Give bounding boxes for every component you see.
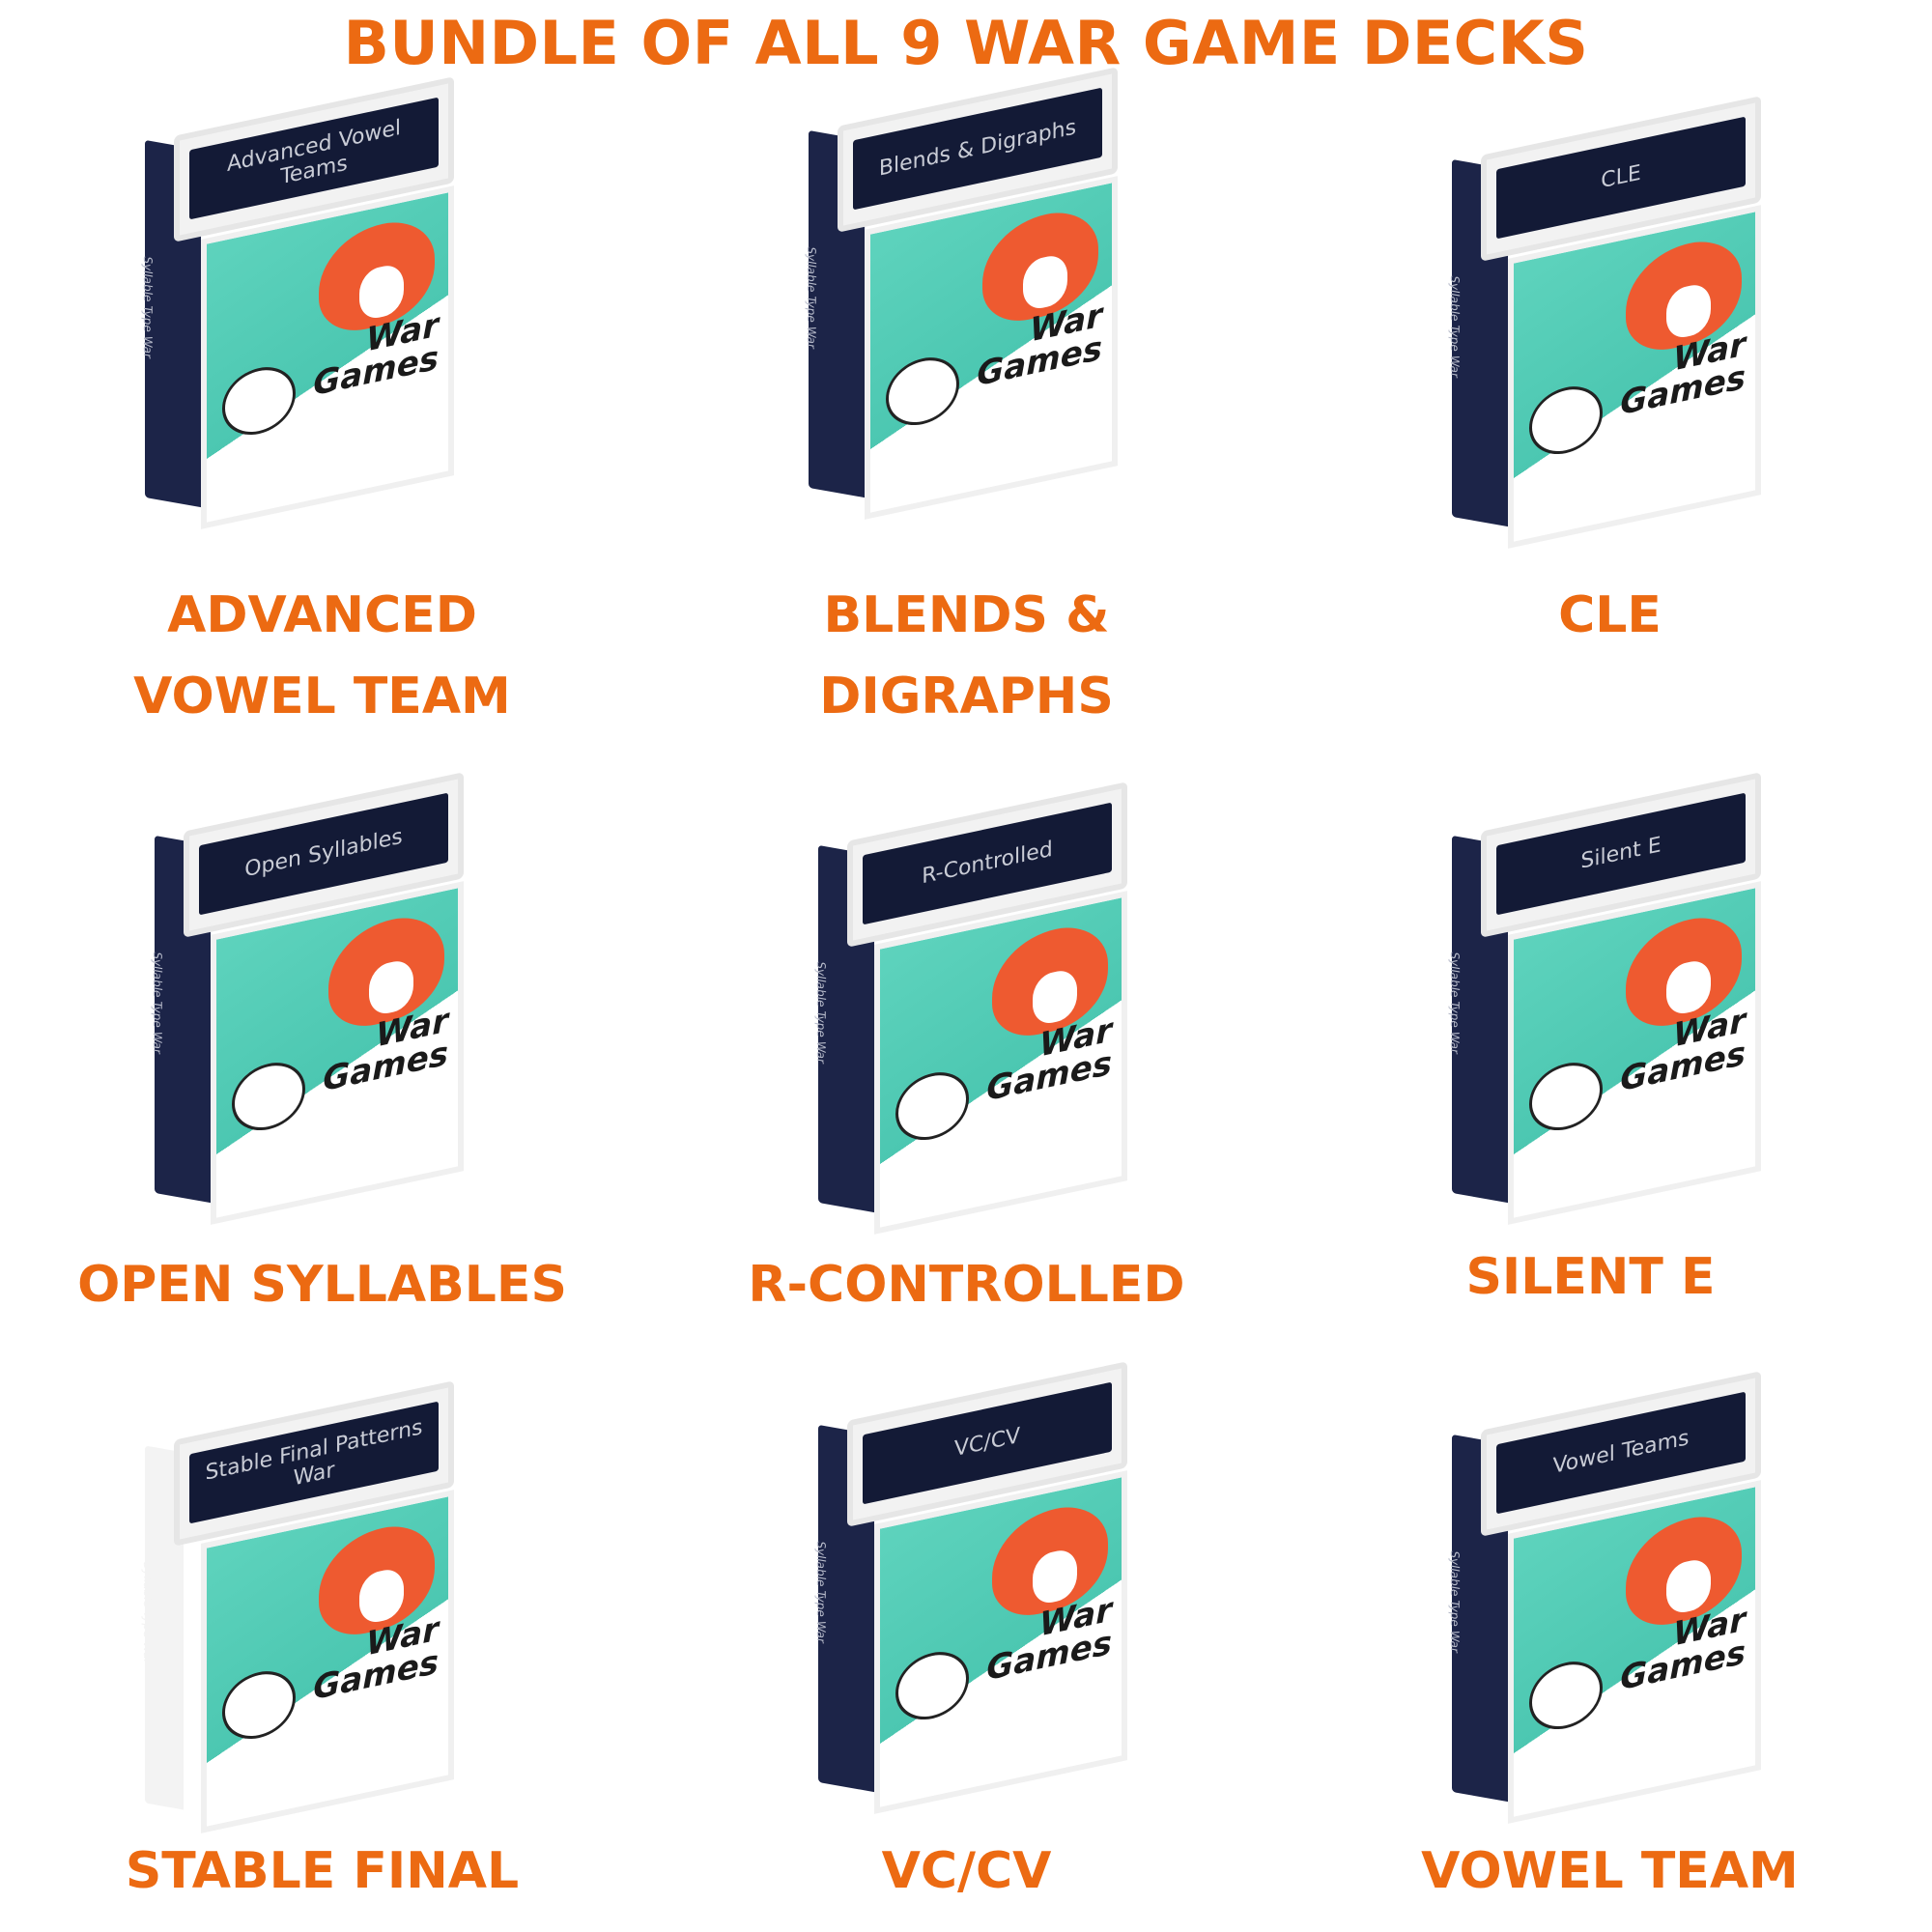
deck-label: STABLE FINAL [125,1842,520,1900]
sheep-illustration [886,351,959,433]
page-title: BUNDLE OF ALL 9 WAR GAME DECKS [343,8,1589,78]
sheep-illustration [895,1065,969,1148]
box-side-text: Syllable Type War [141,255,155,360]
sheep-illustration [232,1056,305,1138]
box-side-text: Syllable Type War [814,1540,828,1645]
sheep-illustration [895,1645,969,1727]
deck-label: VOWEL TEAM [1421,1842,1799,1900]
deck-label: CLE [1558,586,1662,644]
sheep-illustration [1529,1056,1603,1138]
sheep-illustration [1529,1655,1603,1737]
deck-label: VC/CV [881,1842,1052,1900]
sheep-illustration [222,1664,296,1747]
box-side-text: Syllable Type War [151,951,164,1056]
sheep-illustration [222,360,296,442]
box-side-text: Syllable Type War [1448,1549,1462,1655]
sheep-illustration [1529,380,1603,462]
box-side-text: Syllable Type War [814,960,828,1065]
box-side-text: Syllable Type War [1448,274,1462,380]
box-side-text: Syllable Type War [141,1560,155,1665]
deck-label: SILENT E [1465,1248,1716,1306]
box-side-text: Syllable Type War [1448,951,1462,1056]
box-side-text: Syllable Type War [805,245,818,351]
deck-label: BLENDS &DIGRAPHS [819,586,1114,725]
deck-label: R-CONTROLLED [748,1256,1185,1314]
deck-label: OPEN SYLLABLES [77,1256,567,1314]
